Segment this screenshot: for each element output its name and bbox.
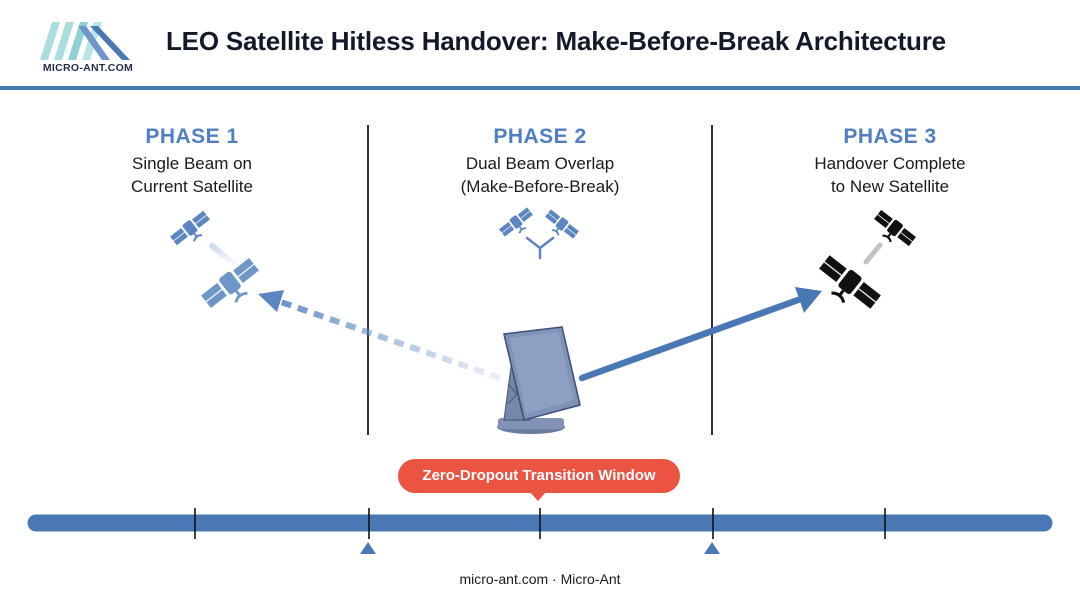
footer-text: micro-ant.com · Micro-Ant xyxy=(459,571,621,587)
window-end-marker xyxy=(704,542,720,554)
phase-2-line2: (Make-Before-Break) xyxy=(460,177,620,196)
phase-divider-2 xyxy=(711,125,713,435)
beam-arrow-icon-old xyxy=(277,298,501,381)
antenna-terminal-icon xyxy=(497,326,581,434)
transition-window-badge: Zero-Dropout Transition Window xyxy=(398,459,680,493)
phase-2-label: PHASE 2 xyxy=(493,125,587,148)
phase-1-label: PHASE 1 xyxy=(145,125,239,148)
satellite-trail-phase1 xyxy=(209,243,239,269)
satellite-icon-phase3 xyxy=(810,251,884,320)
badge-pointer xyxy=(530,492,546,501)
page-title: LEO Satellite Hitless Handover: Make-Bef… xyxy=(166,26,946,56)
satellite-icon-phase2-left xyxy=(497,205,538,243)
phase-2-line1: Dual Beam Overlap xyxy=(465,154,615,173)
window-start-marker xyxy=(360,542,376,554)
header: MICRO-ANT.COM LEO Satellite Hitless Hand… xyxy=(0,0,1080,90)
beam-arrowhead-old xyxy=(258,290,284,312)
beam-arrowhead-new xyxy=(795,287,822,313)
phase-2: PHASE 2 Dual Beam Overlap (Make-Before-B… xyxy=(390,124,690,198)
dual-beam-merge-icon xyxy=(525,236,555,260)
phase-3-line2: to New Satellite xyxy=(830,177,950,196)
satellite-trail-phase3 xyxy=(863,242,883,265)
phase-1: PHASE 1 Single Beam on Current Satellite xyxy=(42,124,342,198)
phase-1-line1: Single Beam on xyxy=(131,154,253,173)
satellite-icon-phase1-small xyxy=(168,208,216,253)
phase-3: PHASE 3 Handover Complete to New Satelli… xyxy=(740,124,1040,198)
phase-1-line2: Current Satellite xyxy=(131,177,253,196)
beam-arrow-icon-new xyxy=(578,296,802,382)
satellite-icon-phase2-right xyxy=(540,207,581,245)
phase-divider-1 xyxy=(367,125,369,435)
logo-icon xyxy=(40,22,130,60)
header-divider xyxy=(0,86,1080,90)
phase-3-line1: Handover Complete xyxy=(814,154,966,173)
phase-3-label: PHASE 3 xyxy=(843,125,937,148)
logo-text: MICRO-ANT.COM xyxy=(42,62,134,74)
